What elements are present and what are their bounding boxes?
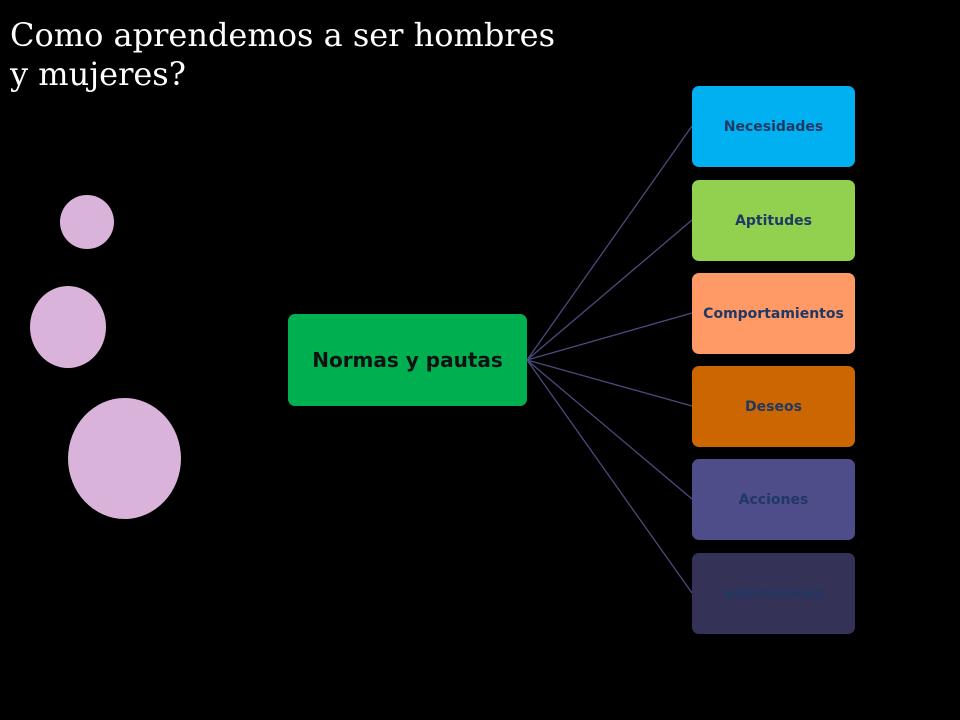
- small-circle: [60, 195, 114, 249]
- branch-node-acciones: Acciones: [692, 459, 855, 540]
- connector-line-necesidades: [526, 125, 693, 361]
- root-node-normas-y-pautas: Normas y pautas: [288, 314, 527, 406]
- connector-line-acciones: [526, 359, 693, 500]
- connector-line-aptitudes: [526, 219, 693, 361]
- large-circle: [68, 398, 181, 519]
- branch-node-label: Comportamientos: [703, 305, 844, 322]
- branch-node-comportamientos: Comportamientos: [692, 273, 855, 354]
- branch-node-label: Deseos: [745, 398, 802, 415]
- branch-node-label: valoraciones: [723, 585, 824, 602]
- branch-node-aptitudes: Aptitudes: [692, 180, 855, 261]
- connector-line-comportamientos: [526, 312, 693, 361]
- branch-node-valoraciones: valoraciones: [692, 553, 855, 634]
- medium-circle: [30, 286, 106, 368]
- root-node-label: Normas y pautas: [312, 348, 503, 372]
- branch-node-label: Aptitudes: [735, 212, 812, 229]
- branch-node-necesidades: Necesidades: [692, 86, 855, 167]
- branch-node-deseos: Deseos: [692, 366, 855, 447]
- connector-line-valoraciones: [526, 359, 693, 594]
- branch-node-label: Necesidades: [723, 118, 824, 135]
- slide-title: Como aprendemos a ser hombres y mujeres?: [10, 16, 555, 93]
- connector-line-deseos: [526, 359, 693, 407]
- branch-node-label: Acciones: [738, 491, 809, 508]
